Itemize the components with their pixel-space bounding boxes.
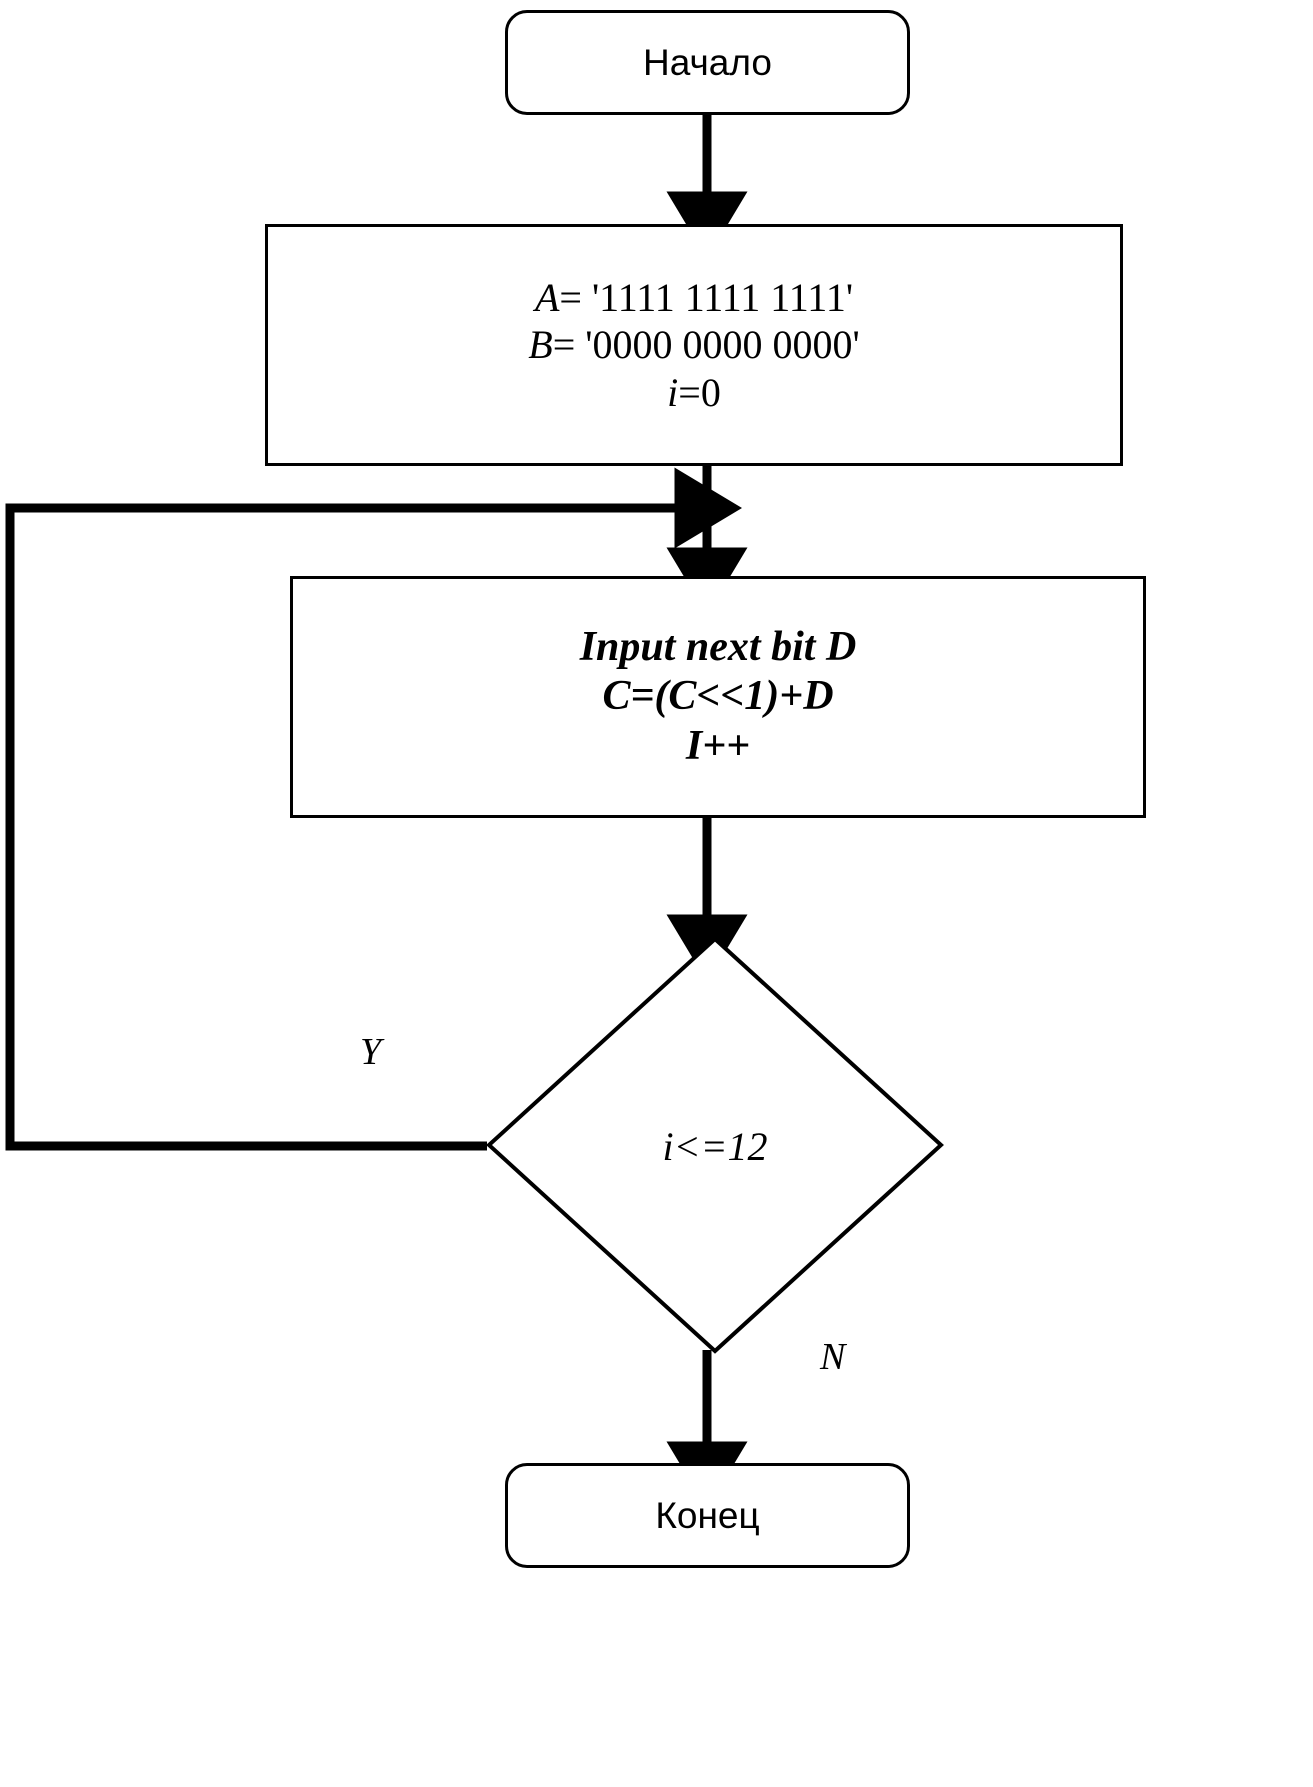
node-init-line-1: A= '1111 1111 1111' (535, 274, 853, 321)
branch-label-no: N (820, 1336, 846, 1378)
node-init-line-2: B= '0000 0000 0000' (528, 321, 859, 368)
node-loop-body-line-2: C=(C<<1)+D (602, 673, 834, 720)
node-init[interactable]: A= '1111 1111 1111' B= '0000 0000 0000' … (265, 224, 1123, 466)
branch-label-yes: Y (360, 1031, 382, 1073)
node-init-line-3: i=0 (667, 369, 721, 416)
node-init-line-3-var: i (667, 369, 679, 415)
node-start[interactable]: Начало (505, 10, 910, 115)
node-init-line-2-rest: = '0000 0000 0000' (552, 322, 860, 368)
node-init-line-3-rest: =0 (678, 369, 721, 415)
node-decision-label: i<=12 (662, 1124, 768, 1169)
node-loop-body-line-3: I++ (685, 722, 751, 769)
node-end[interactable]: Конец (505, 1463, 910, 1568)
node-loop-body-line-1: Input next bit D (579, 623, 857, 670)
node-loop-body[interactable]: Input next bit D C=(C<<1)+D I++ (290, 576, 1146, 818)
decision-diamond-shape (486, 936, 944, 1354)
node-init-line-1-rest: = '1111 1111 1111' (559, 275, 854, 321)
node-start-label: Начало (643, 41, 772, 83)
node-init-line-1-var: A (534, 275, 560, 321)
node-decision[interactable]: i<=12 (485, 935, 945, 1355)
node-end-label: Конец (655, 1494, 760, 1536)
node-init-line-2-var: B (528, 322, 553, 368)
